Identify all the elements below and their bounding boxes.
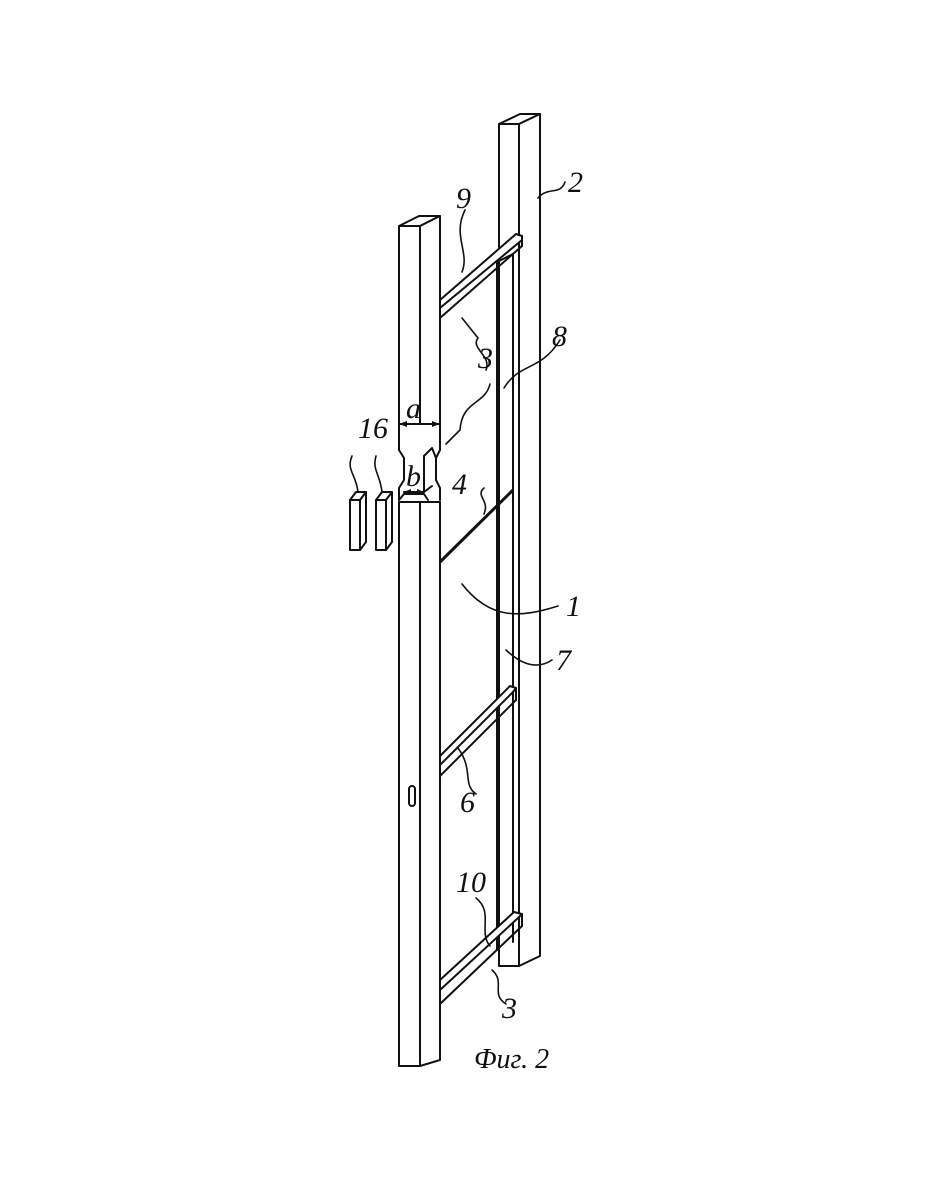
label-4: 4: [452, 468, 467, 501]
label-2: 2: [568, 166, 583, 199]
label-8: 8: [552, 320, 567, 353]
dimension-b: [403, 489, 425, 495]
figure-caption: Фиг. 2: [474, 1044, 549, 1075]
right-stile: [498, 113, 541, 967]
label-7: 7: [556, 644, 573, 677]
left-stile-lower: [398, 501, 441, 1067]
label-6: 6: [460, 786, 475, 819]
top-cross-rail: [439, 233, 523, 319]
label-9: 9: [456, 182, 471, 215]
leader-lines: [349, 181, 566, 1005]
handle-slot: [408, 785, 416, 807]
label-16: 16: [358, 412, 388, 445]
insert-plates: [349, 491, 393, 551]
label-b: b: [406, 460, 421, 493]
dimension-a: [398, 421, 441, 427]
panel-seam-line: [438, 488, 515, 564]
label-3-top: 3: [477, 342, 493, 375]
label-a: a: [406, 392, 421, 425]
label-10: 10: [456, 866, 486, 899]
label-1: 1: [566, 590, 581, 623]
label-3-bottom: 3: [501, 992, 517, 1025]
